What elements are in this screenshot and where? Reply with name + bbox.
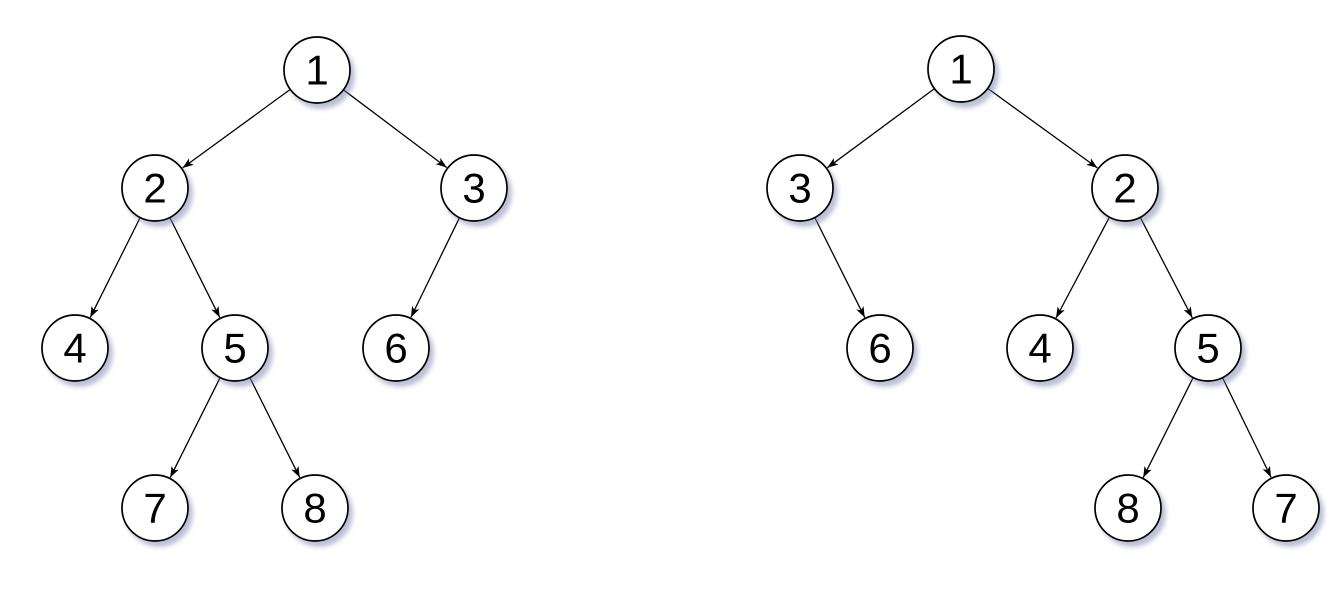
- left-tree-node-7: 7: [121, 474, 189, 542]
- right-tree-node-8: 8: [1094, 474, 1162, 542]
- left-tree-edge-5-7: [169, 377, 221, 478]
- node-circle: [1174, 314, 1242, 382]
- node-circle: [362, 314, 430, 382]
- left-tree-edge-3-6: [410, 217, 461, 318]
- node-label: 8: [1116, 485, 1139, 532]
- right-tree-node-2: 2: [1091, 154, 1159, 222]
- left-tree-node-2: 2: [121, 154, 189, 222]
- right-tree-node-7: 7: [1252, 474, 1320, 542]
- node-label: 5: [1196, 325, 1219, 372]
- right-tree-node-6: 6: [846, 314, 914, 382]
- node-circle: [1252, 474, 1320, 542]
- left-tree: 1 2 3 4 5 6 7 8: [41, 36, 508, 542]
- node-circle: [121, 154, 189, 222]
- node-circle: [927, 35, 995, 103]
- right-tree-edge-5-7: [1221, 377, 1272, 478]
- right-tree-node-1: 1: [927, 35, 995, 103]
- left-tree-node-4: 4: [41, 314, 109, 382]
- node-circle: [281, 474, 349, 542]
- node-circle: [846, 314, 914, 382]
- node-label: 8: [303, 485, 326, 532]
- right-tree-edge-2-5: [1139, 217, 1193, 319]
- left-tree-node-3: 3: [440, 154, 508, 222]
- node-label: 4: [1028, 325, 1051, 372]
- node-label: 5: [223, 325, 246, 372]
- left-tree-edge-2-4: [89, 217, 141, 318]
- node-circle: [766, 154, 834, 222]
- node-label: 6: [384, 325, 407, 372]
- node-label: 6: [868, 325, 891, 372]
- node-label: 1: [949, 46, 972, 93]
- right-tree: 1 3 2 6 4 5 8 7: [766, 35, 1320, 542]
- node-label: 3: [462, 165, 485, 212]
- left-tree-node-1: 1: [283, 36, 351, 104]
- right-tree-edge-1-3: [826, 88, 935, 169]
- node-circle: [440, 154, 508, 222]
- left-tree-edge-5-8: [249, 377, 301, 478]
- node-label: 7: [143, 485, 166, 532]
- right-tree-edge-5-8: [1142, 377, 1194, 478]
- right-tree-edge-2-4: [1055, 216, 1111, 319]
- node-circle: [283, 36, 351, 104]
- node-label: 4: [63, 325, 86, 372]
- left-tree-node-6: 6: [362, 314, 430, 382]
- node-label: 2: [1113, 165, 1136, 212]
- left-tree-edge-2-5: [169, 217, 221, 318]
- node-label: 3: [788, 165, 811, 212]
- node-circle: [121, 474, 189, 542]
- node-circle: [41, 314, 109, 382]
- right-tree-edge-1-2: [987, 87, 1098, 169]
- right-tree-edge-3-6: [814, 217, 866, 318]
- node-label: 1: [305, 47, 328, 94]
- node-circle: [1091, 154, 1159, 222]
- node-circle: [1094, 474, 1162, 542]
- right-tree-node-3: 3: [766, 154, 834, 222]
- node-circle: [201, 314, 269, 382]
- right-tree-node-5: 5: [1174, 314, 1242, 382]
- left-tree-node-5: 5: [201, 314, 269, 382]
- left-tree-edge-1-3: [343, 89, 448, 169]
- node-circle: [1006, 314, 1074, 382]
- node-label: 7: [1274, 485, 1297, 532]
- left-tree-edge-1-2: [182, 88, 291, 169]
- node-label: 2: [143, 165, 166, 212]
- left-tree-node-8: 8: [281, 474, 349, 542]
- right-tree-node-4: 4: [1006, 314, 1074, 382]
